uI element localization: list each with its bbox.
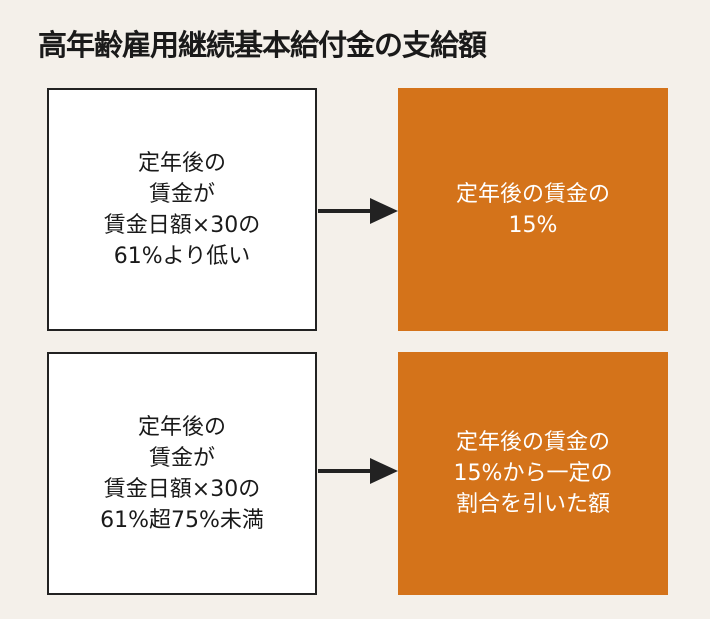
condition-box-1: 定年後の 賃金が 賃金日額×30の 61%より低い	[47, 88, 317, 331]
condition-box-2: 定年後の 賃金が 賃金日額×30の 61%超75%未満	[47, 352, 317, 595]
condition-line: 賃金が	[148, 181, 215, 207]
condition-line: 定年後の	[137, 150, 226, 176]
result-line: 割合を引いた額	[455, 492, 610, 517]
condition-line: 賃金日額×30の	[103, 212, 261, 238]
result-box-1: 定年後の賃金の 15%	[398, 88, 668, 331]
result-line: 定年後の賃金の	[455, 430, 610, 455]
result-line: 15%から一定の	[453, 461, 613, 486]
condition-line: 61%より低い	[113, 243, 251, 269]
arrow-right-icon	[318, 458, 398, 484]
condition-line: 賃金日額×30の	[103, 476, 261, 502]
condition-line: 61%超75%未満	[100, 507, 264, 533]
result-line: 定年後の賃金の	[455, 181, 610, 207]
arrow-right-icon	[318, 198, 398, 224]
condition-line: 定年後の	[137, 414, 226, 440]
result-line: 15%	[508, 212, 558, 238]
diagram-title: 高年齢雇用継続基本給付金の支給額	[38, 28, 487, 62]
condition-line: 賃金が	[148, 445, 215, 471]
result-box-2: 定年後の賃金の 15%から一定の 割合を引いた額	[398, 352, 668, 595]
